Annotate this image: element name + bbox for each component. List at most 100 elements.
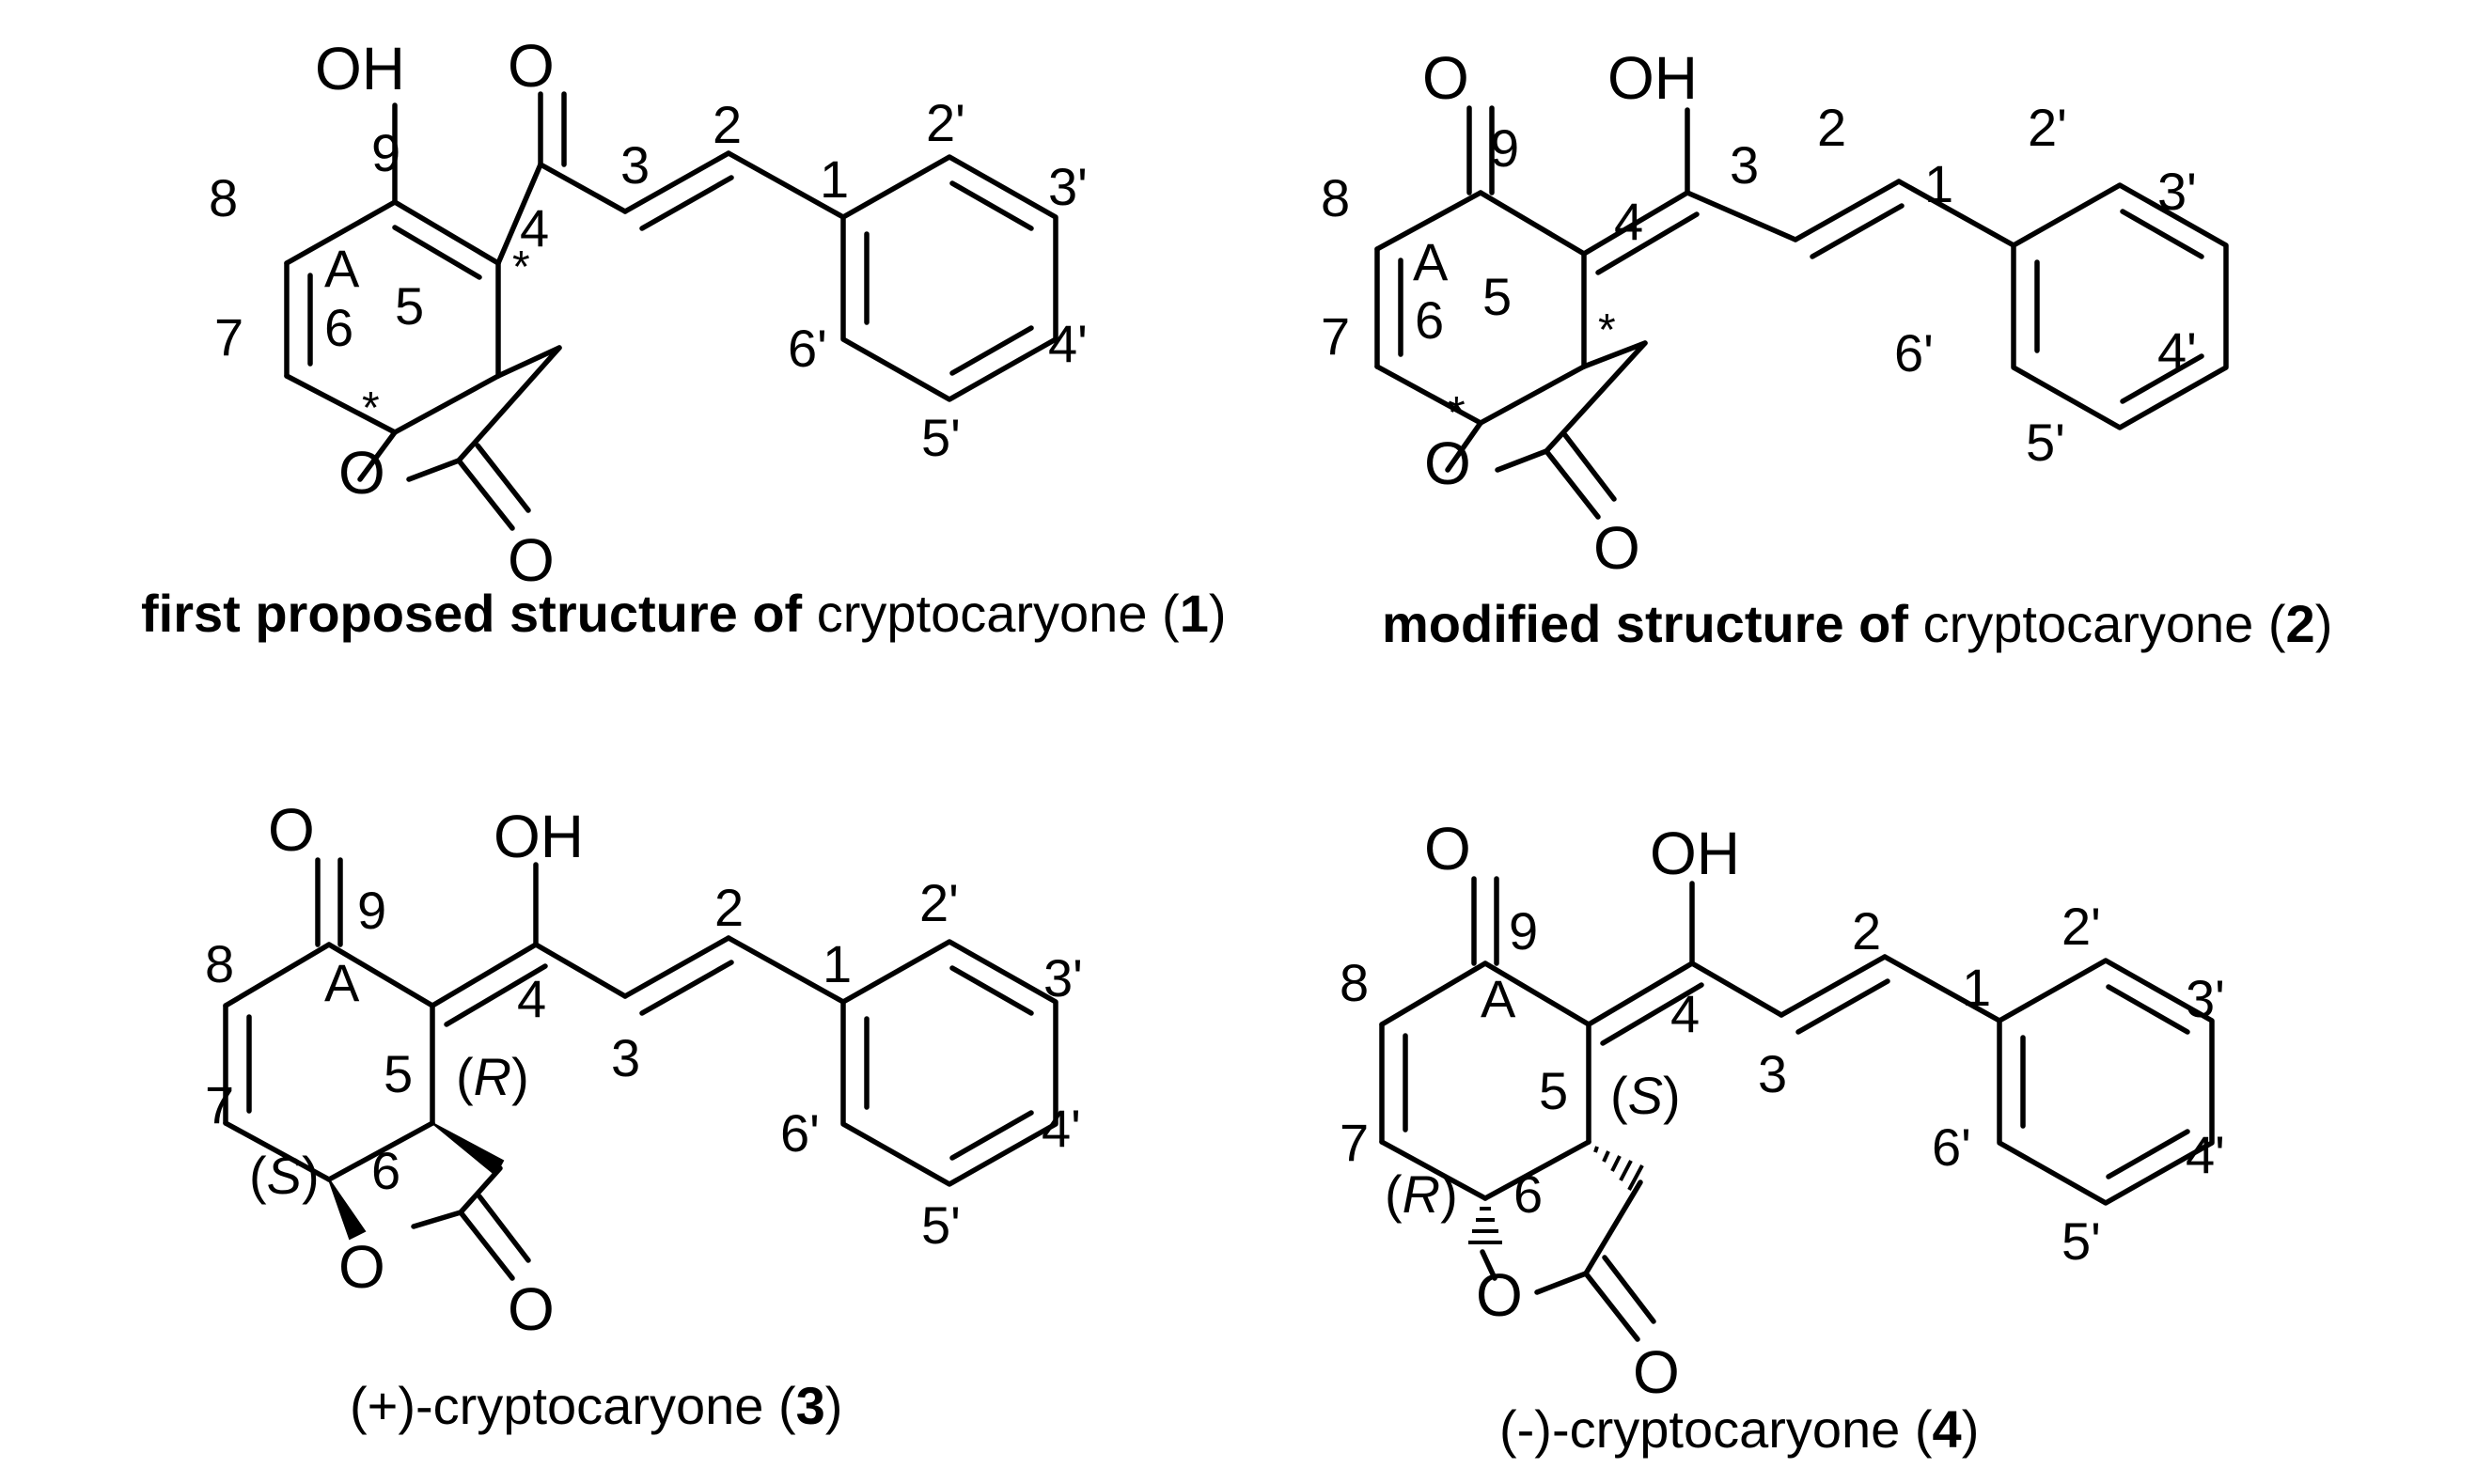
locant-c7: 7 <box>1340 1113 1369 1172</box>
caption-4: (-)-cryptocaryone (4) <box>1499 1399 1979 1459</box>
locant-c6p: 6' <box>1894 323 1934 383</box>
stereo-c6: (S) <box>249 1146 320 1205</box>
locant-c6p: 6' <box>780 1103 820 1163</box>
stereo-c5: * <box>512 242 530 292</box>
locant-c2p: 2' <box>2028 98 2067 157</box>
locant-c4p: 4' <box>1042 1099 1081 1158</box>
locant-c1p: 1 <box>820 149 849 209</box>
locant-c4: 4 <box>517 969 546 1028</box>
locant-c4: 4 <box>1670 984 1700 1043</box>
ring-label: A <box>1481 969 1516 1028</box>
locant-c5p: 5' <box>2026 413 2065 472</box>
locant-c3: 3 <box>1758 1044 1787 1103</box>
locant-c3: 3 <box>1730 135 1759 195</box>
locant-c5: 5 <box>1539 1061 1568 1120</box>
locant-c5: 5 <box>384 1044 413 1103</box>
locant-c7: 7 <box>214 307 243 367</box>
locant-c2p: 2' <box>926 93 965 152</box>
locant-c8: 8 <box>205 934 234 993</box>
locant-c3: 3 <box>611 1028 640 1087</box>
locant-c5p: 5' <box>921 408 961 467</box>
locant-c6: 6 <box>371 1141 400 1200</box>
locant-c1p: 1 <box>823 934 852 993</box>
locant-c1p: 1 <box>1924 154 1953 213</box>
locant-c3p: 3' <box>2186 969 2225 1028</box>
bond <box>495 345 562 379</box>
locant-c3p: 3' <box>1048 157 1088 216</box>
ketone-oxygen-label: O <box>508 32 555 100</box>
locant-c9: 9 <box>1490 118 1519 178</box>
locant-c6: 6 <box>1513 1164 1543 1224</box>
ring-oxygen-label: O <box>1424 430 1471 497</box>
bond <box>392 373 501 435</box>
locant-c4p: 4' <box>2186 1125 2225 1184</box>
lactone-oxygen-label: O <box>1593 514 1640 582</box>
locant-c1p: 1 <box>1962 958 1991 1017</box>
structure-3: O OH O O A 9 8 7 6 5 4 3 2 1 2' 3' 4' 5'… <box>205 796 1083 1435</box>
lactone-oxygen-label: O <box>508 1275 555 1343</box>
stereo-c5: (R) <box>456 1047 529 1106</box>
bond <box>406 458 462 482</box>
bond <box>392 225 482 280</box>
structure-2: O OH O O A 9 8 7 6 5 4 3 2 1 2' 3' 4' 5'… <box>1321 44 2332 653</box>
locant-c5: 5 <box>1482 267 1512 326</box>
locant-c2p: 2' <box>2062 897 2101 956</box>
bond <box>284 199 398 266</box>
lactone-oxygen-label: O <box>1633 1338 1680 1406</box>
bond <box>456 345 562 463</box>
locant-c6p: 6' <box>788 319 827 378</box>
locant-c7: 7 <box>1321 306 1350 366</box>
locant-c2: 2 <box>1817 98 1846 157</box>
bond <box>456 458 515 531</box>
ring-oxygen-label: O <box>338 439 385 507</box>
ring-label: A <box>1413 232 1449 291</box>
stereo-c6: * <box>362 383 380 433</box>
structure-4: O OH O O A 9 8 7 6 5 4 3 2 1 2' 3' 4' 5'… <box>1340 815 2225 1459</box>
ring-label: A <box>324 953 360 1012</box>
locant-c7: 7 <box>205 1075 234 1134</box>
bond <box>392 199 501 266</box>
ketone-oxygen-label: O <box>1422 44 1469 112</box>
stereo-c5: * <box>1598 305 1616 355</box>
locant-c4: 4 <box>520 198 549 258</box>
bond <box>475 443 531 513</box>
stereo-c6: * <box>1448 388 1466 438</box>
locant-c2p: 2' <box>919 873 959 932</box>
locant-c4p: 4' <box>2157 321 2197 381</box>
locant-c9: 9 <box>371 123 400 182</box>
locant-c6p: 6' <box>1932 1117 1971 1177</box>
locant-c2: 2 <box>1852 901 1881 961</box>
locant-c5p: 5' <box>921 1195 961 1255</box>
locant-c8: 8 <box>209 168 238 227</box>
stereo-c5: (S) <box>1610 1066 1681 1125</box>
ketone-oxygen-label: O <box>1424 815 1471 883</box>
hydroxyl-label: OH <box>494 803 584 870</box>
caption-3: (+)-cryptocaryone (3) <box>350 1376 842 1435</box>
locant-c8: 8 <box>1340 953 1369 1012</box>
ring-oxygen-label: O <box>1476 1261 1523 1329</box>
locant-c2: 2 <box>713 95 742 154</box>
locant-c9: 9 <box>357 881 386 940</box>
bond <box>284 373 398 435</box>
locant-c4p: 4' <box>1048 314 1088 373</box>
locant-c5: 5 <box>395 276 424 336</box>
locant-c4: 4 <box>1614 192 1643 251</box>
locant-c9: 9 <box>1509 901 1538 961</box>
locant-c6: 6 <box>1415 290 1444 350</box>
locant-c3p: 3' <box>1043 948 1083 1008</box>
locant-c6: 6 <box>324 298 353 357</box>
bond <box>538 162 628 214</box>
hydroxyl-label: OH <box>315 35 405 102</box>
locant-c2: 2 <box>714 878 744 937</box>
hydroxyl-label: OH <box>1650 820 1740 887</box>
bond <box>357 430 398 482</box>
ring-oxygen-label: O <box>338 1233 385 1301</box>
caption-2: modified structure of cryptocaryone (2) <box>1382 594 2332 653</box>
locant-c3p: 3' <box>2157 162 2197 221</box>
stereo-c6: (R) <box>1385 1164 1458 1224</box>
locant-c8: 8 <box>1321 168 1350 227</box>
structure-1: OH O O O A 9 8 7 6 5 4 3 2 1 2' 3' 4' 5'… <box>141 32 1227 643</box>
ketone-oxygen-label: O <box>268 796 315 864</box>
caption-1: first proposed structure of cryptocaryon… <box>141 584 1227 643</box>
